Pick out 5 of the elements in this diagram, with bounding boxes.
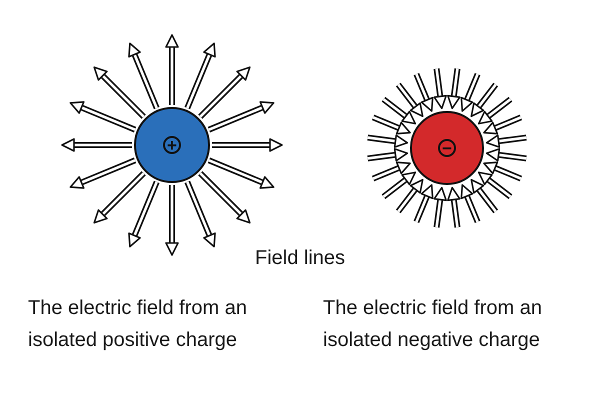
caption: The electric field from an isolated negative charge: [323, 296, 543, 353]
caption: The electric field from an isolated positive charge: [28, 296, 248, 353]
charge-sign: +: [163, 136, 181, 154]
charge-sign: −: [438, 139, 456, 157]
field-lines-label: Field lines: [255, 246, 346, 271]
